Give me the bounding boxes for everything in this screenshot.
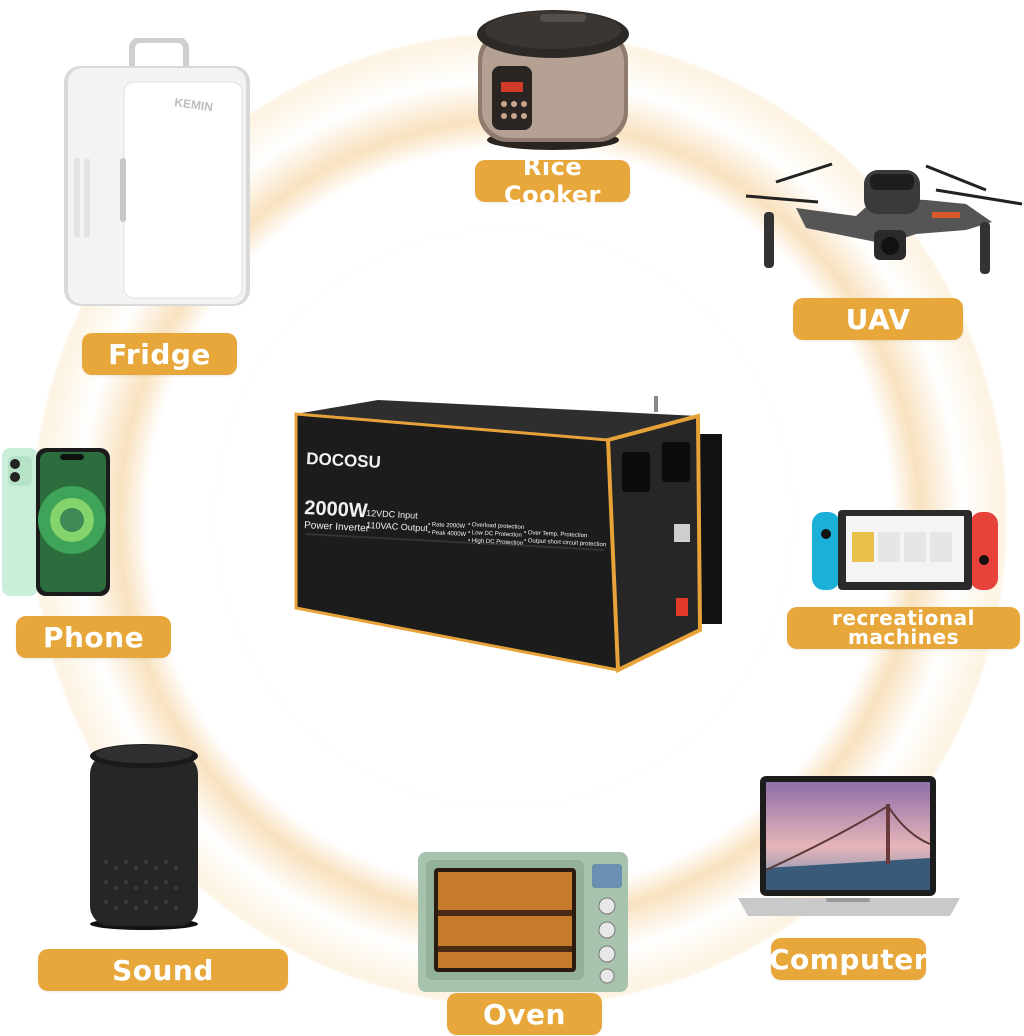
game-console-icon xyxy=(812,510,998,590)
label-computer: Computer xyxy=(769,938,928,980)
label-recreational-machines: recreational machines xyxy=(787,607,1020,649)
inverter-product: Power Inverter xyxy=(304,520,370,534)
label-recreational-line1: recreational xyxy=(832,606,975,630)
label-uav: UAV xyxy=(793,298,963,340)
inverter-wattage: 2000W xyxy=(304,497,369,522)
inverter-output: 110VAC Output xyxy=(366,520,429,533)
inverter-rate: • Rate 2000W xyxy=(428,522,466,530)
inverter-brand: DOCOSU xyxy=(306,449,382,472)
label-phone: Phone xyxy=(16,616,171,658)
label-rice-cooker: Rice Cooker xyxy=(475,153,630,209)
speaker-icon xyxy=(90,744,198,930)
laptop-icon xyxy=(738,776,960,916)
inverter-short-circuit: • Output short circuit protection xyxy=(524,538,606,548)
label-recreational-line2: machines xyxy=(848,625,959,649)
label-sound: Sound xyxy=(38,949,288,991)
power-inverter-icon: DOCOSU 2000W Power Inverter 12VDC Input … xyxy=(294,396,722,674)
inverter-low-dc: • Low DC Protection xyxy=(468,530,522,539)
phone-icon xyxy=(2,448,110,596)
inverter-peak: • Peak 4000W xyxy=(428,530,467,538)
inverter-input: 12VDC Input xyxy=(366,508,418,521)
oven-icon xyxy=(418,852,628,992)
label-fridge: Fridge xyxy=(82,333,237,375)
drone-icon xyxy=(745,162,1023,274)
rice-cooker-icon xyxy=(477,10,629,150)
inverter-overload: • Overload protection xyxy=(468,522,524,531)
inverter-over-temp: • Over Temp. Protection xyxy=(524,530,588,539)
fridge-brand-text: KEMIN xyxy=(174,95,214,114)
label-oven: Oven xyxy=(447,993,602,1035)
inverter-high-dc: • High DC Protection xyxy=(468,538,523,547)
fridge-icon: KEMIN xyxy=(64,38,250,306)
